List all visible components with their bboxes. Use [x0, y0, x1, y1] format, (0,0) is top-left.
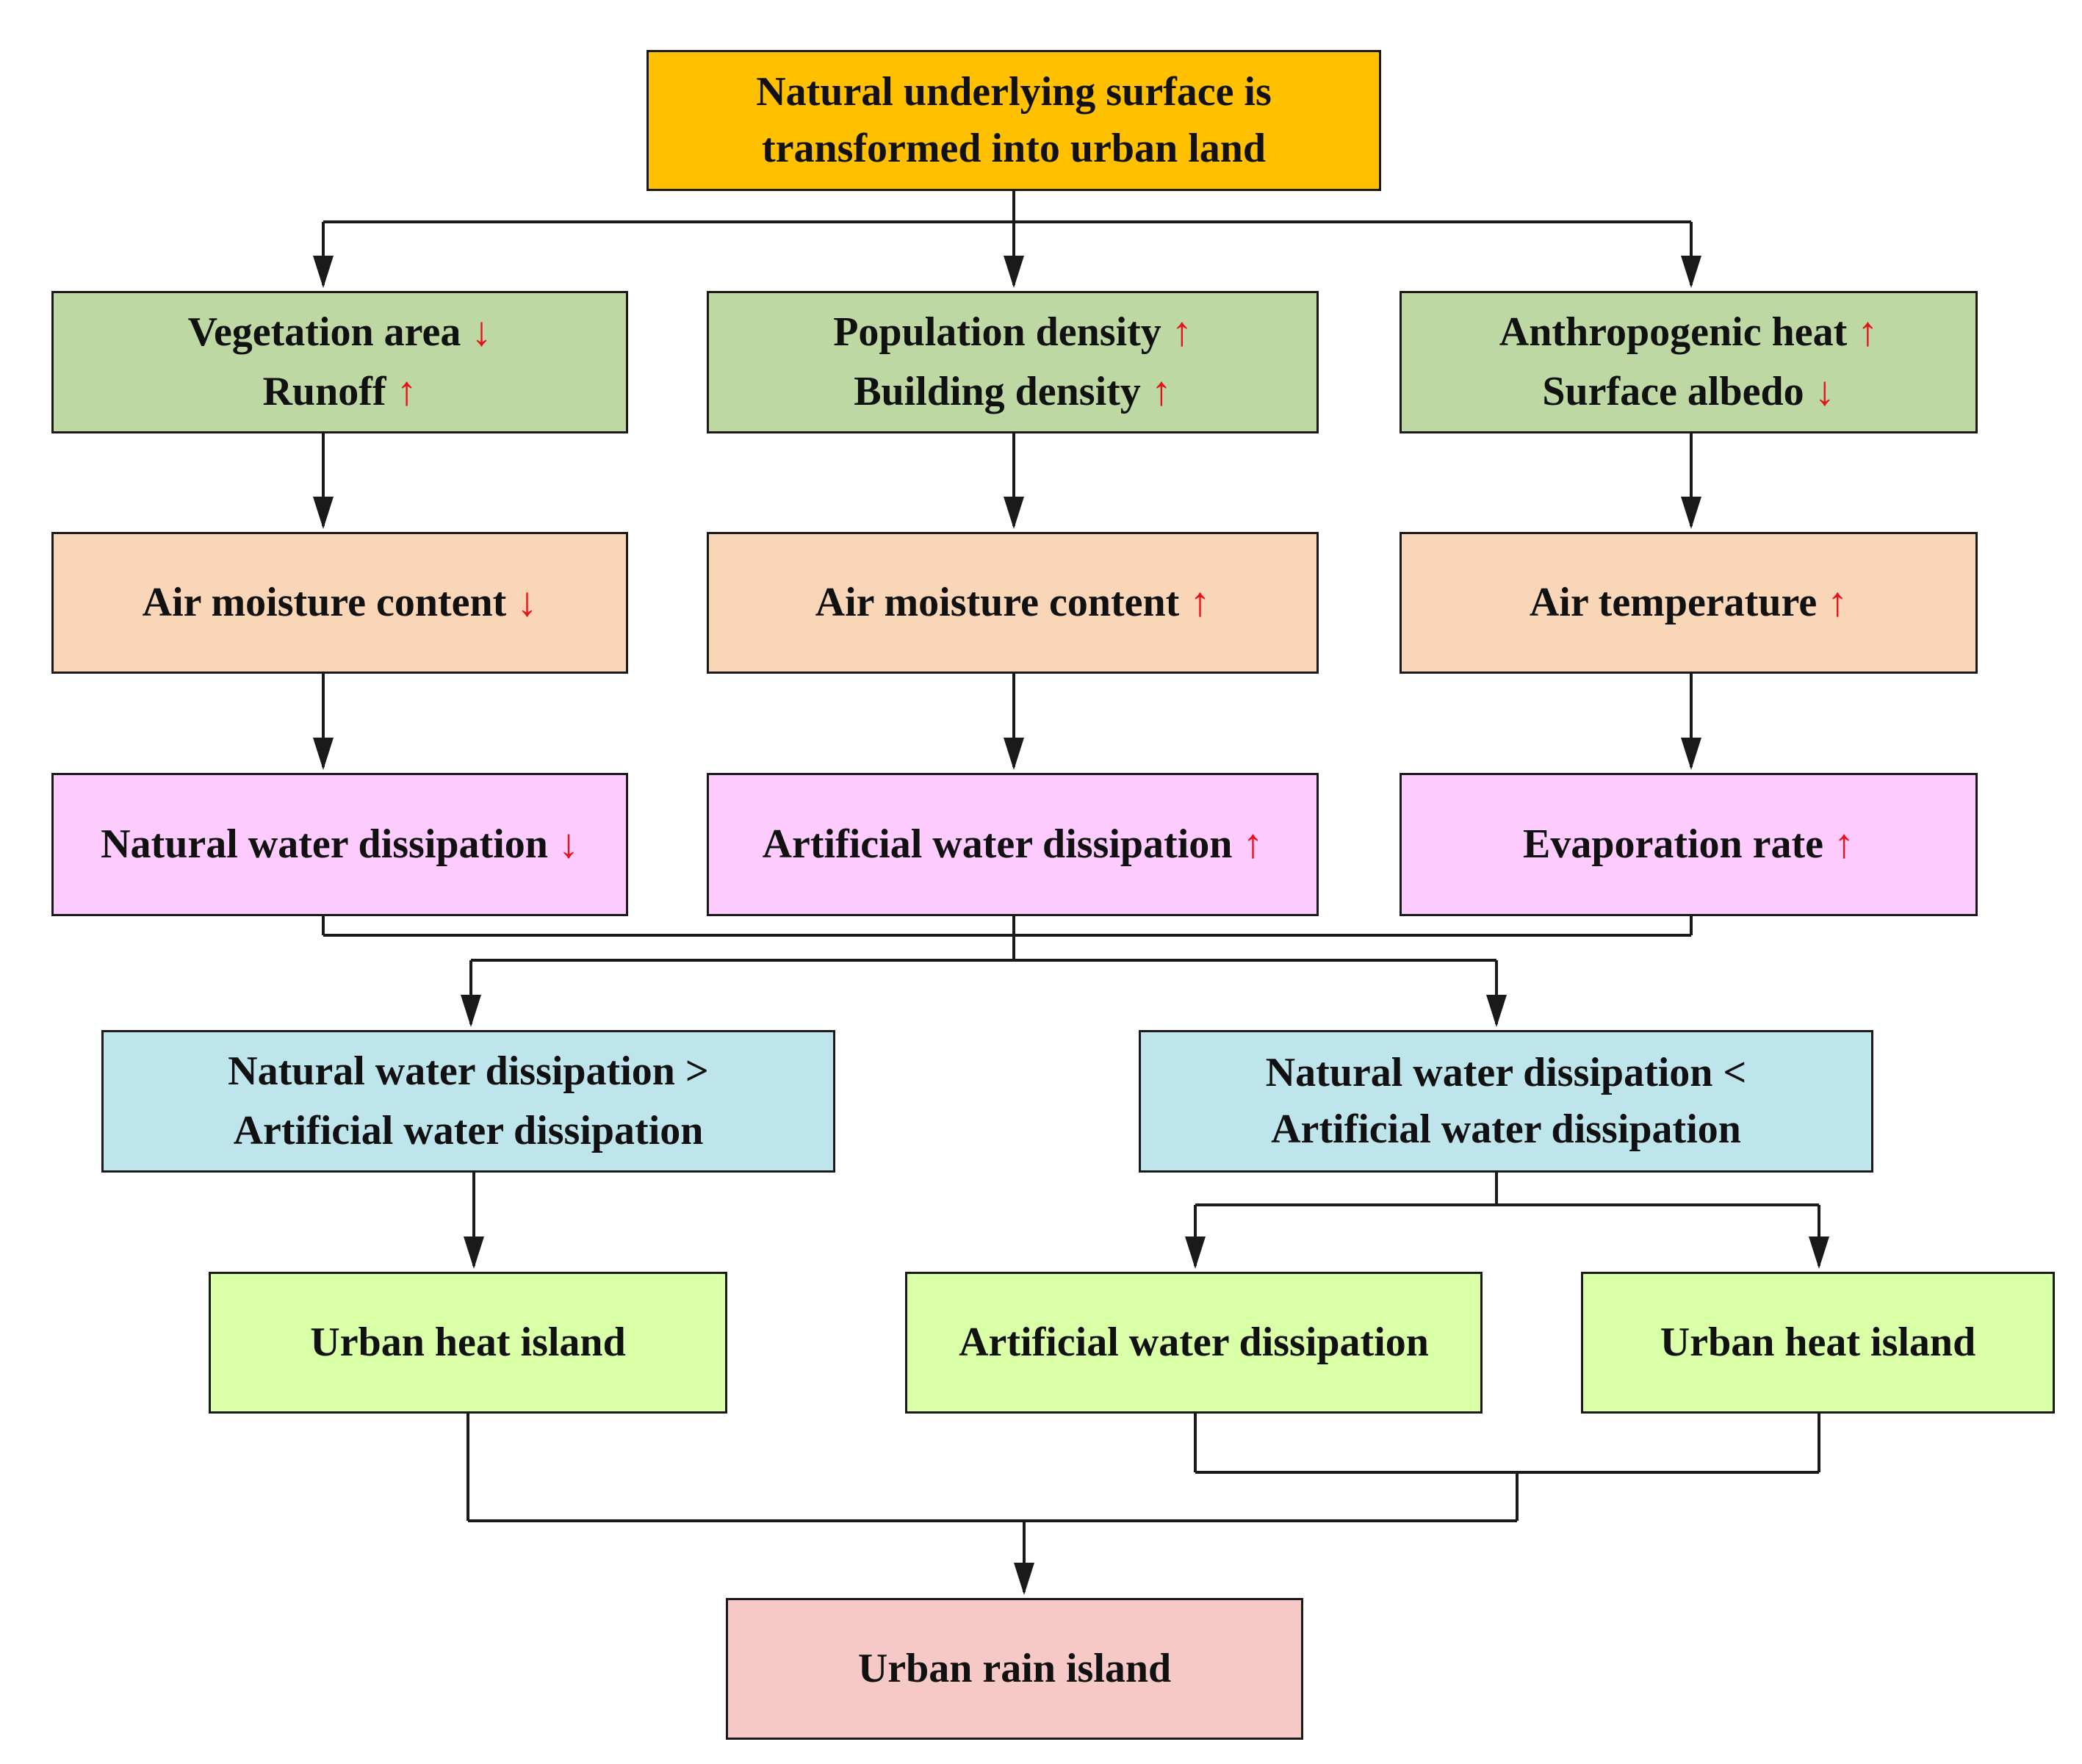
- arrowhead: [1004, 738, 1024, 770]
- arrowhead: [461, 995, 481, 1027]
- arrowhead: [1004, 497, 1024, 529]
- temperature-right-label: Air temperature: [1529, 579, 1818, 625]
- factor-box-right: Anthropogenic heat Surface albedo: [1400, 291, 1978, 433]
- arrowhead: [313, 497, 334, 529]
- arrowhead: [313, 738, 334, 770]
- moisture-box-left: Air moisture content: [51, 532, 628, 674]
- arrowhead: [1681, 497, 1701, 529]
- moisture-box-middle: Air moisture content: [707, 532, 1319, 674]
- dissipation-left-label: Natural water dissipation: [101, 821, 548, 867]
- comparison-left-line-1: Natural water dissipation >: [228, 1048, 709, 1094]
- arrowhead: [1004, 256, 1024, 288]
- top-line-2: transformed into urban land: [761, 126, 1267, 171]
- effect-right-label: Urban heat island: [1660, 1319, 1976, 1365]
- effect-middle-label: Artificial water dissipation: [959, 1319, 1429, 1365]
- factor-right-line-1: Anthropogenic heat: [1499, 309, 1848, 355]
- down-arrow-icon: [558, 821, 579, 867]
- top-line-1: Natural underlying surface is: [756, 68, 1272, 115]
- moisture-middle-label: Air moisture content: [815, 579, 1180, 625]
- arrowhead: [1809, 1236, 1829, 1269]
- comparison-left-line-2: Artificial water dissipation: [233, 1108, 704, 1153]
- factor-middle-line-1: Population density: [833, 309, 1161, 355]
- factor-right-line-2: Surface albedo: [1542, 369, 1804, 414]
- down-arrow-icon: [1815, 369, 1835, 414]
- effect-left-label: Urban heat island: [310, 1319, 626, 1365]
- arrowhead: [1681, 256, 1701, 288]
- factor-left-line-2: Runoff: [262, 369, 386, 414]
- top-box: Natural underlying surface is transforme…: [646, 50, 1381, 191]
- comparison-box-left: Natural water dissipation > Artificial w…: [101, 1030, 835, 1173]
- comparison-right-line-2: Artificial water dissipation: [1271, 1106, 1741, 1152]
- result-box: Urban rain island: [726, 1598, 1303, 1740]
- up-arrow-icon: [1827, 580, 1848, 625]
- dissipation-box-right: Evaporation rate: [1400, 773, 1978, 916]
- comparison-right-line-1: Natural water dissipation <: [1265, 1049, 1747, 1095]
- moisture-box-right: Air temperature: [1400, 532, 1978, 674]
- arrowhead: [1185, 1236, 1206, 1269]
- up-arrow-icon: [397, 369, 417, 414]
- down-arrow-icon: [516, 580, 537, 625]
- moisture-left-label: Air moisture content: [142, 579, 507, 625]
- down-arrow-icon: [471, 309, 491, 355]
- up-arrow-icon: [1857, 309, 1878, 355]
- comparison-box-right: Natural water dissipation < Artificial w…: [1139, 1030, 1873, 1173]
- up-arrow-icon: [1151, 369, 1172, 414]
- effect-box-middle: Artificial water dissipation: [905, 1272, 1483, 1414]
- factor-middle-line-2: Building density: [854, 369, 1141, 414]
- arrowhead: [1486, 995, 1507, 1027]
- dissipation-box-middle: Artificial water dissipation: [707, 773, 1319, 916]
- factor-box-left: Vegetation area Runoff: [51, 291, 628, 433]
- arrowhead: [313, 256, 334, 288]
- up-arrow-icon: [1172, 309, 1192, 355]
- arrowhead: [1681, 738, 1701, 770]
- result-label: Urban rain island: [857, 1645, 1172, 1691]
- factor-box-middle: Population density Building density: [707, 291, 1319, 433]
- factor-left-line-1: Vegetation area: [187, 309, 461, 355]
- up-arrow-icon: [1834, 821, 1854, 867]
- up-arrow-icon: [1242, 821, 1263, 867]
- arrowhead: [1014, 1563, 1034, 1595]
- up-arrow-icon: [1189, 580, 1210, 625]
- dissipation-box-left: Natural water dissipation: [51, 773, 628, 916]
- evaporation-right-label: Evaporation rate: [1522, 821, 1824, 867]
- dissipation-middle-label: Artificial water dissipation: [762, 821, 1233, 867]
- arrowhead: [464, 1236, 484, 1269]
- effect-box-right: Urban heat island: [1581, 1272, 2055, 1414]
- effect-box-left: Urban heat island: [209, 1272, 727, 1414]
